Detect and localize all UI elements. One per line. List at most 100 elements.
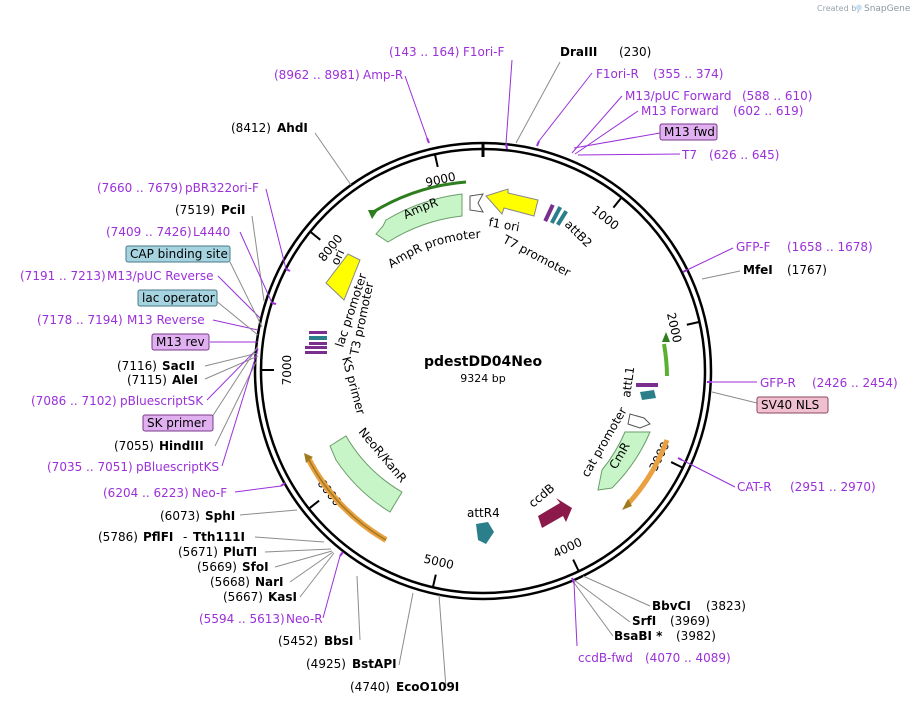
ks-primer-label: KS primer bbox=[339, 355, 368, 416]
primer-name: pBluescriptSK bbox=[120, 394, 204, 408]
attl1-small-marker[interactable] bbox=[636, 383, 658, 387]
primer-site-marks bbox=[271, 137, 712, 584]
enzyme-pos: (7116) bbox=[117, 359, 157, 373]
primer-range: (5594 .. 5613) bbox=[199, 612, 285, 626]
sv40-nls-box[interactable] bbox=[756, 396, 829, 414]
primer-range: (1658 .. 1678) bbox=[787, 240, 873, 254]
enzyme-name: SacII bbox=[162, 359, 195, 373]
primer-range: (602 .. 619) bbox=[733, 104, 803, 118]
enzyme-name: AhdI bbox=[277, 121, 308, 135]
primer-range: (7178 .. 7194) bbox=[37, 313, 123, 327]
lac-operator-box[interactable] bbox=[137, 289, 218, 307]
enzyme-pos: (7055) bbox=[114, 439, 154, 453]
primer-range: (355 .. 374) bbox=[653, 67, 723, 81]
primer-range: (7660 .. 7679) bbox=[97, 181, 183, 195]
ccdb-arrow[interactable] bbox=[538, 498, 572, 528]
box-leader-lines bbox=[209, 132, 758, 421]
primer-name: M13/pUC Forward bbox=[625, 89, 732, 103]
primer-range: (588 .. 610) bbox=[742, 89, 812, 103]
enzyme-name: MfeI bbox=[743, 263, 773, 277]
attl1-label: attL1 bbox=[619, 366, 637, 399]
ccdb-label: ccdB bbox=[526, 481, 557, 510]
enzyme-name: NarI bbox=[255, 575, 284, 589]
primer-leader-lines bbox=[206, 59, 757, 647]
enzyme-name: PluTI bbox=[223, 545, 257, 559]
ori-label: ori bbox=[328, 247, 347, 267]
enzyme-pos: (1767) bbox=[787, 263, 827, 277]
snapgene-logo-icon bbox=[856, 4, 862, 11]
attl1-arrowhead bbox=[662, 332, 670, 342]
enzyme-name: BbvCI bbox=[652, 599, 691, 613]
enzyme-pos: (3969) bbox=[670, 614, 710, 628]
tick-mark bbox=[431, 574, 437, 588]
tick-label: 2000 bbox=[664, 311, 684, 344]
attl1-small-arrow[interactable] bbox=[640, 390, 656, 400]
attb2-marker[interactable] bbox=[543, 203, 568, 226]
enzyme-pos: (3982) bbox=[676, 629, 716, 643]
enzyme-pos: (5452) bbox=[278, 634, 318, 648]
tick-mark bbox=[308, 499, 320, 510]
enzyme-name: KasI bbox=[268, 590, 297, 604]
enzyme-pos: (230) bbox=[619, 45, 651, 59]
cap-binding-box[interactable] bbox=[125, 245, 231, 263]
enzyme-labels: DraIII (230) (8412) AhdI (7519) PciI Mfe… bbox=[98, 45, 827, 694]
enzyme-pos: (7519) bbox=[175, 203, 215, 217]
primer-range: (626 .. 645) bbox=[709, 148, 779, 162]
cat-band bbox=[625, 439, 670, 507]
enzyme-sep: - bbox=[183, 530, 187, 544]
neor-band-arrowhead bbox=[304, 453, 313, 463]
enzyme-name: BbsI bbox=[324, 634, 353, 648]
primer-name: F1ori-R bbox=[596, 67, 639, 81]
enzyme-name: HindIII bbox=[159, 439, 204, 453]
sk-primer-box[interactable] bbox=[142, 414, 214, 432]
tick-mark bbox=[670, 461, 684, 469]
primer-name: M13 Forward bbox=[641, 104, 719, 118]
ampr-promoter-arrow[interactable] bbox=[469, 193, 484, 213]
attr4-label: attR4 bbox=[467, 506, 500, 520]
lac-region-markers[interactable] bbox=[305, 331, 327, 354]
f1-ori-arrow[interactable] bbox=[485, 188, 539, 217]
primer-name: GFP-F bbox=[736, 240, 771, 254]
neor-band-line bbox=[307, 457, 387, 541]
cmr-arrow[interactable] bbox=[597, 431, 651, 491]
enzyme-name: EcoO109I bbox=[396, 680, 459, 694]
tick-mark bbox=[309, 230, 321, 241]
enzyme-name: SphI bbox=[205, 509, 235, 523]
cat-band-arrowhead bbox=[622, 499, 632, 510]
ampr-outline-arc bbox=[369, 180, 467, 216]
m13-fwd-box[interactable] bbox=[659, 123, 718, 141]
neor-arrow[interactable] bbox=[329, 435, 403, 513]
enzyme-pos: (8412) bbox=[231, 121, 271, 135]
m13-rev-box[interactable] bbox=[151, 333, 210, 351]
sk-primer-box-label: SK primer bbox=[147, 416, 206, 430]
enzyme-pos: (5669) bbox=[197, 560, 237, 574]
primer-name: Amp-R bbox=[363, 68, 403, 82]
enzyme-name: PciI bbox=[221, 203, 246, 217]
m13-fwd-box-label: M13 fwd bbox=[664, 125, 715, 139]
enzyme-name: BstAPI bbox=[352, 657, 397, 671]
primer-name: CAT-R bbox=[737, 480, 772, 494]
attr4-arrow[interactable] bbox=[476, 522, 494, 544]
enzyme-pos: (4925) bbox=[306, 657, 346, 671]
lac-operator-box-label: lac operator bbox=[142, 291, 215, 305]
tick-mark bbox=[572, 559, 580, 572]
primer-labels: (143 .. 164) F1ori-F (8962 .. 8981) Amp-… bbox=[20, 45, 898, 665]
primer-range: (2426 .. 2454) bbox=[812, 376, 898, 390]
primer-range: (6204 .. 6223) bbox=[103, 486, 189, 500]
primer-name: L4440 bbox=[193, 225, 230, 239]
primer-name: pBR322ori-F bbox=[185, 181, 259, 195]
t7-promoter-label: T7 promoter bbox=[500, 232, 573, 280]
cat-promoter-arrow[interactable] bbox=[627, 413, 651, 429]
m13-rev-box-label: M13 rev bbox=[156, 335, 205, 349]
primer-name: M13/pUC Reverse bbox=[107, 269, 214, 283]
ori-arrow[interactable] bbox=[325, 253, 361, 301]
enzyme-pos: (5671) bbox=[178, 545, 218, 559]
primer-range: (7191 .. 7213) bbox=[20, 269, 106, 283]
tick-label: 4000 bbox=[551, 535, 585, 561]
ampr-arrow[interactable] bbox=[375, 193, 463, 243]
enzyme-pos: (3823) bbox=[706, 599, 746, 613]
enzyme-name: PflFI bbox=[143, 530, 173, 544]
primer-name: ccdB-fwd bbox=[578, 651, 633, 665]
enzyme-pos: (4740) bbox=[350, 680, 390, 694]
